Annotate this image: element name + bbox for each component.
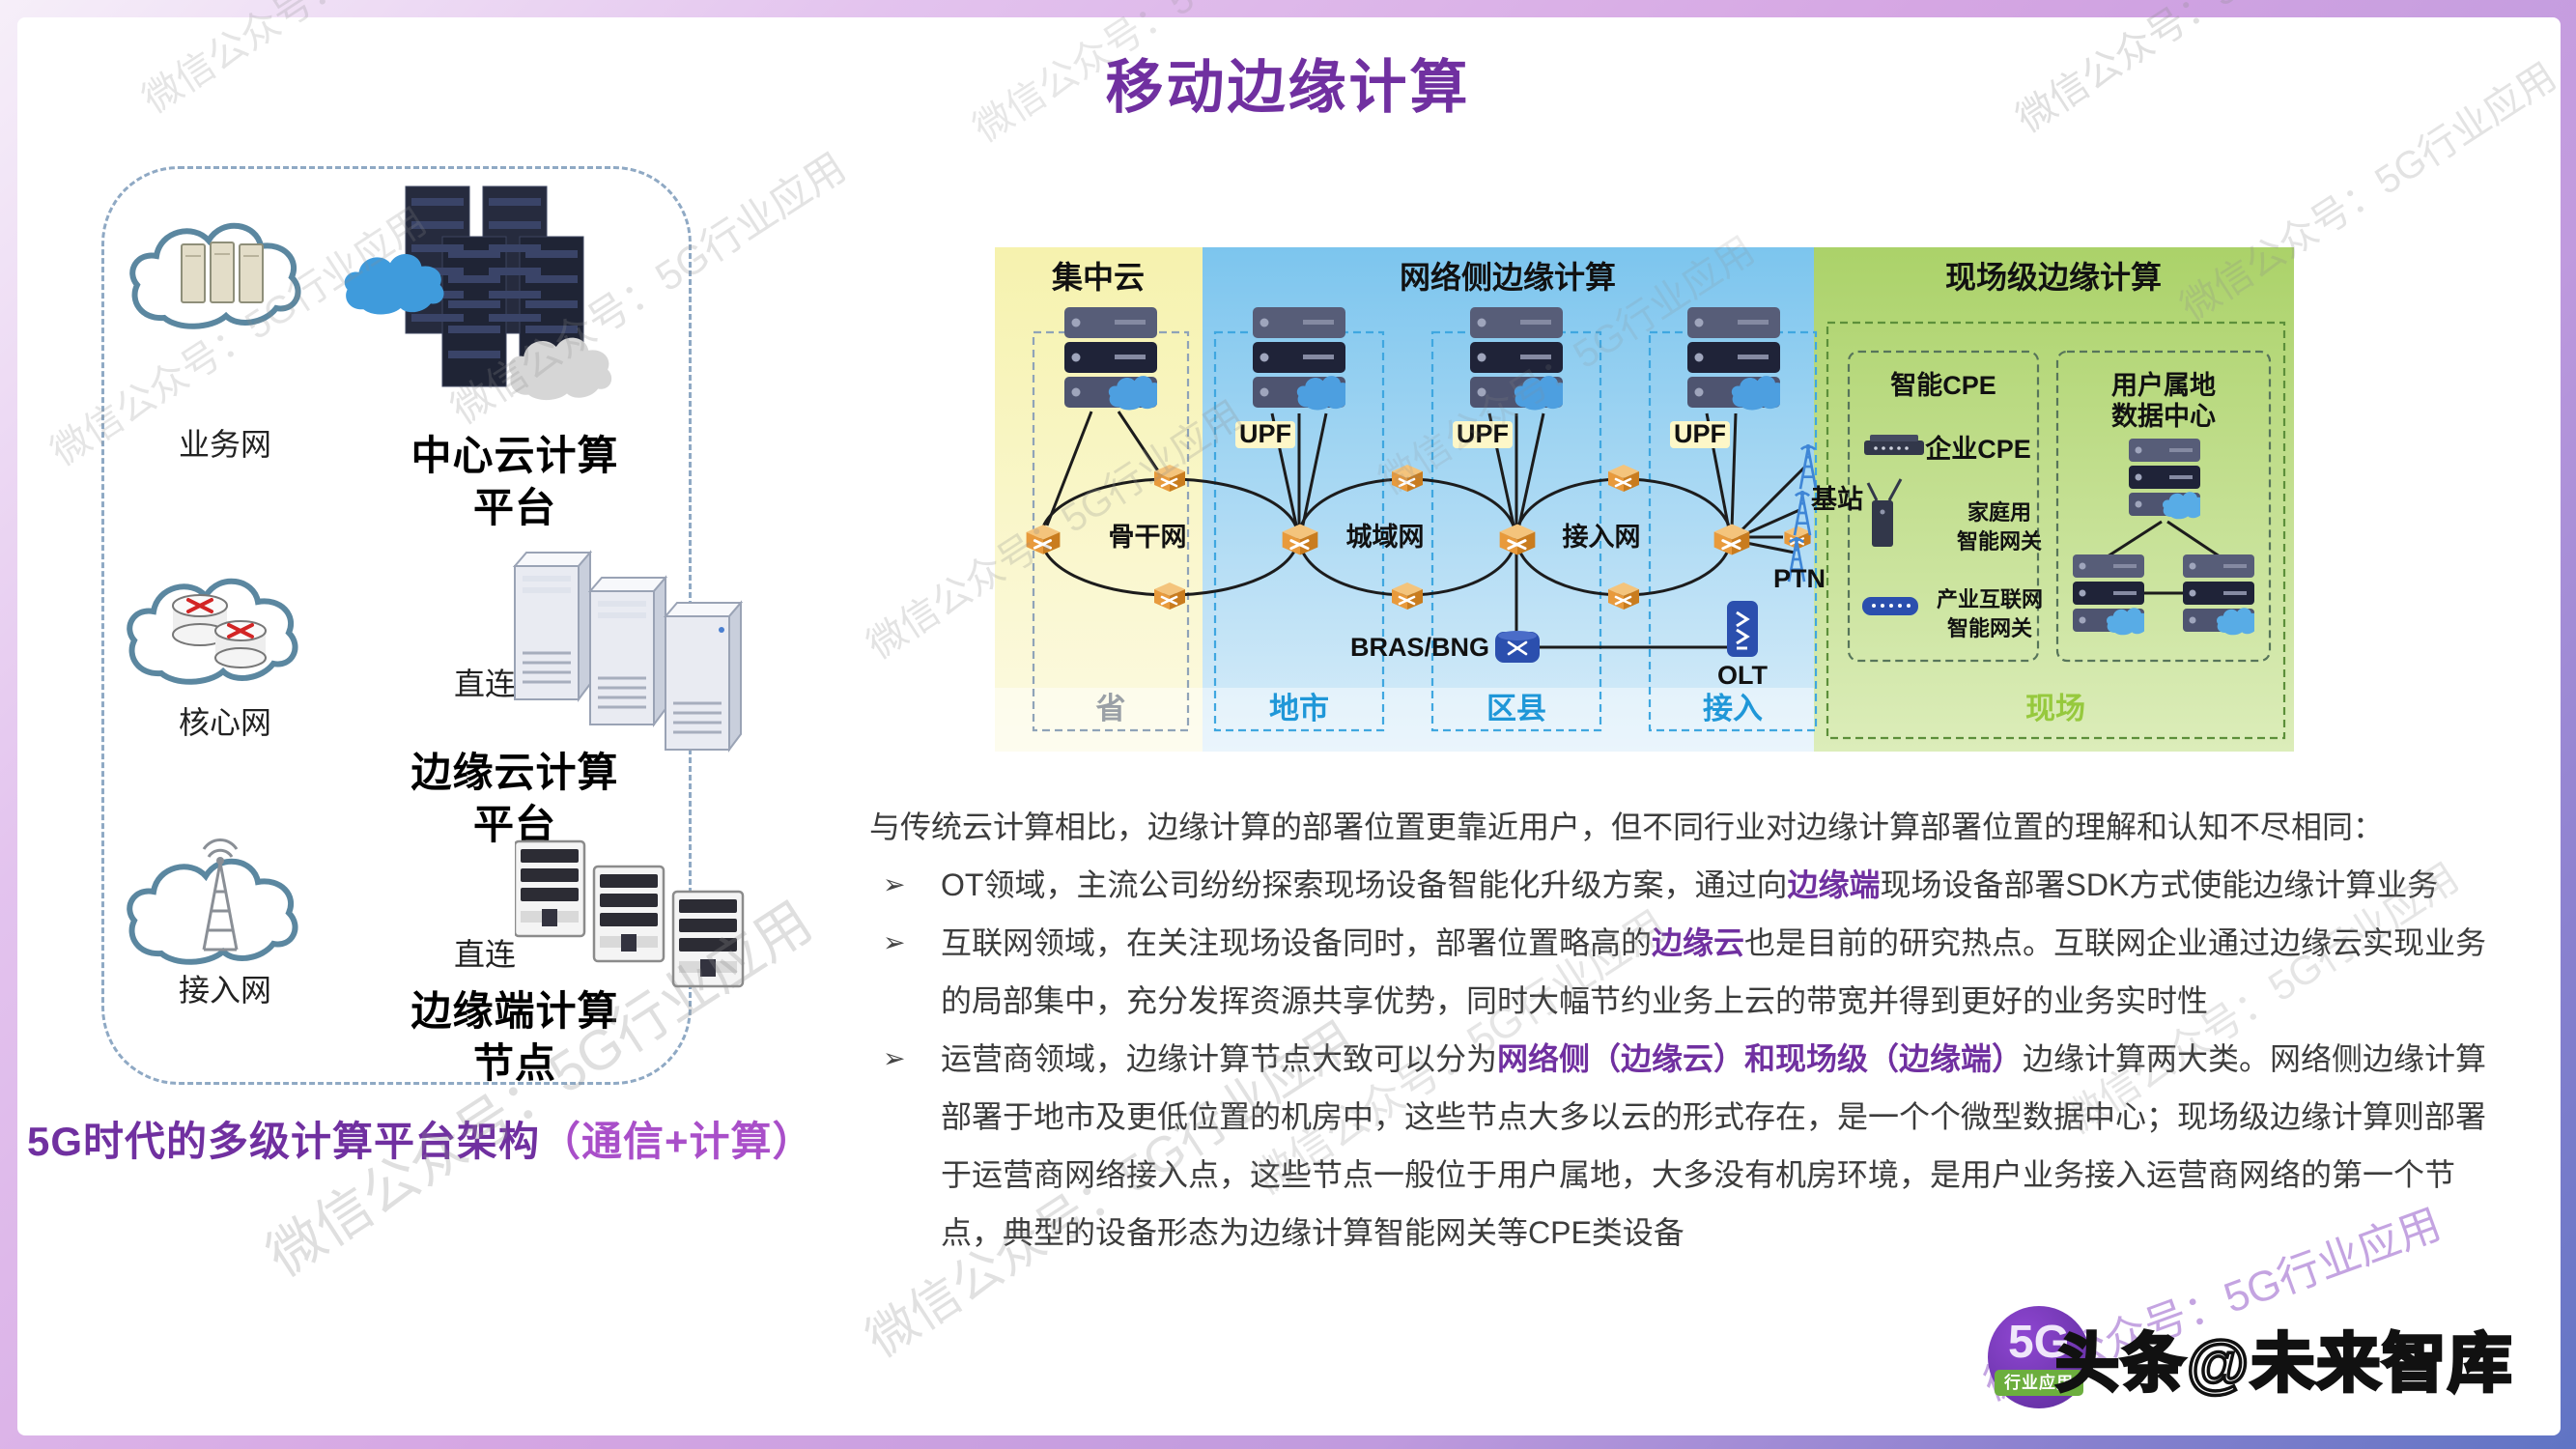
dc-server-left-icon — [2073, 554, 2144, 636]
olt-device-icon — [1727, 601, 1758, 657]
header-network-edge: 网络侧边缘计算 — [1400, 260, 1616, 295]
dc-label-2: 数据中心 — [2111, 402, 2216, 431]
dc-server-right-icon — [2183, 554, 2254, 636]
zone-site: 现场 — [2025, 692, 2085, 725]
direct-link-label-2: 直连 — [454, 937, 517, 972]
5g-industry-logo: 5G 行业应用 — [1988, 1306, 2090, 1408]
zone-province: 省 — [1096, 692, 1126, 725]
smart-cpe-title: 智能CPE — [1890, 370, 1996, 400]
upf-tags: UPF UPF UPF — [1235, 419, 1730, 448]
upf-label-2: UPF — [1457, 419, 1509, 448]
industrial-gw-label-2: 智能网关 — [1947, 616, 2032, 640]
home-gateway-icon — [1866, 478, 1903, 547]
ptn-label: PTN — [1773, 564, 1826, 593]
bullet-ot-text: OT领域，主流公司纷纷探索现场设备智能化升级方案，通过向边缘端现场设备部署SDK… — [941, 867, 2439, 902]
access-ring-label: 接入网 — [1563, 523, 1641, 552]
bullet-marker: ➢ — [883, 1043, 906, 1073]
logo-pill-text: 行业应用 — [1995, 1370, 2083, 1396]
olt-label: OLT — [1717, 661, 1768, 690]
bullet-marker: ➢ — [883, 927, 906, 957]
upf-label-3: UPF — [1674, 419, 1726, 448]
caption-paren: （通信+计算） — [540, 1119, 814, 1164]
bullet-ot: ➢ OT领域，主流公司纷纷探索现场设备智能化升级方案，通过向边缘端现场设备部署S… — [869, 856, 2516, 914]
panel-caption: 5G时代的多级计算平台架构（通信+计算） — [27, 1109, 993, 1168]
metro-label: 城域网 — [1346, 523, 1425, 552]
header-field-edge: 现场级边缘计算 — [1945, 260, 2162, 295]
logo-5g-text: 5G — [2007, 1317, 2071, 1368]
edge-cloud-platform-icon — [512, 550, 744, 753]
bullet-marker: ➢ — [883, 869, 906, 899]
page-title: 移动边缘计算 — [1105, 55, 1471, 120]
cloud-routers-icon — [127, 578, 298, 685]
industrial-gw-label-1: 产业互联网 — [1937, 587, 2043, 611]
core-net-label: 核心网 — [178, 705, 271, 740]
edge-computing-diagram: 集中云 网络侧边缘计算 现场级边缘计算 — [995, 247, 2294, 752]
home-gw-label-1: 家庭用 — [1967, 500, 2031, 525]
bullet-operator-text: 运营商领域，边缘计算节点大致可以分为网络侧（边缘云）和现场级（边缘端）边缘计算两… — [941, 1041, 2487, 1250]
zone-city: 地市 — [1269, 692, 1329, 725]
cloud-antenna-icon — [127, 838, 298, 965]
backbone-label: 骨干网 — [1109, 523, 1187, 552]
dc-label-1: 用户属地 — [2111, 370, 2216, 400]
bras-router-icon — [1495, 631, 1540, 663]
bullet-internet-text: 互联网领域，在关注现场设备同时，部署位置略高的边缘云也是目前的研究热点。互联网企… — [941, 925, 2487, 1018]
diagram-columns — [995, 247, 2294, 752]
bullet-internet: ➢ 互联网领域，在关注现场设备同时，部署位置略高的边缘云也是目前的研究热点。互联… — [869, 914, 2516, 1030]
intro-paragraph: 与传统云计算相比，边缘计算的部署位置更靠近用户，但不同行业对边缘计算部署位置的理… — [869, 810, 2385, 844]
industrial-gateway-icon — [1862, 597, 1918, 615]
cloud-servers-icon — [129, 222, 301, 329]
zone-access: 接入 — [1703, 692, 1763, 725]
upf-server-access-icon — [1687, 307, 1780, 411]
bts-label: 基站 — [1811, 485, 1863, 514]
upf-server-county-icon — [1470, 307, 1563, 411]
direct-link-label-1: 直连 — [454, 667, 517, 701]
bras-label: BRAS/BNG — [1350, 633, 1489, 662]
upf-server-city-icon — [1253, 307, 1345, 411]
multi-level-platform-panel: 业务网 中心云计算 平台 — [101, 166, 745, 1086]
body-text: 与传统云计算相比，边缘计算的部署位置更靠近用户，但不同行业对边缘计算部署位置的理… — [869, 798, 2516, 1262]
central-cloud-platform-icon — [344, 185, 612, 401]
upf-label-1: UPF — [1239, 419, 1291, 448]
home-gw-label-2: 智能网关 — [1957, 529, 2042, 554]
header-central-cloud: 集中云 — [1051, 260, 1145, 295]
central-cloud-server-icon — [1064, 307, 1157, 411]
access-net-label: 接入网 — [178, 973, 271, 1008]
dc-server-top-icon — [2129, 439, 2200, 520]
enterprise-cpe-label: 企业CPE — [1925, 434, 2031, 464]
business-net-label: 业务网 — [178, 427, 271, 462]
enterprise-cpe-icon — [1864, 435, 1924, 455]
bullet-operator: ➢ 运营商领域，边缘计算节点大致可以分为网络侧（边缘云）和现场级（边缘端）边缘计… — [869, 1030, 2516, 1262]
edge-cloud-platform-label: 边缘云计算 平台 — [410, 750, 619, 847]
central-platform-label: 中心云计算 平台 — [410, 433, 619, 530]
zone-county: 区县 — [1486, 692, 1546, 725]
edge-node-racks-icon — [515, 839, 745, 988]
edge-node-label: 边缘端计算 节点 — [410, 988, 619, 1086]
caption-main: 5G时代的多级计算平台架构 — [27, 1119, 541, 1164]
toutiao-headline: 头条@未来智库 — [2053, 1325, 2514, 1401]
